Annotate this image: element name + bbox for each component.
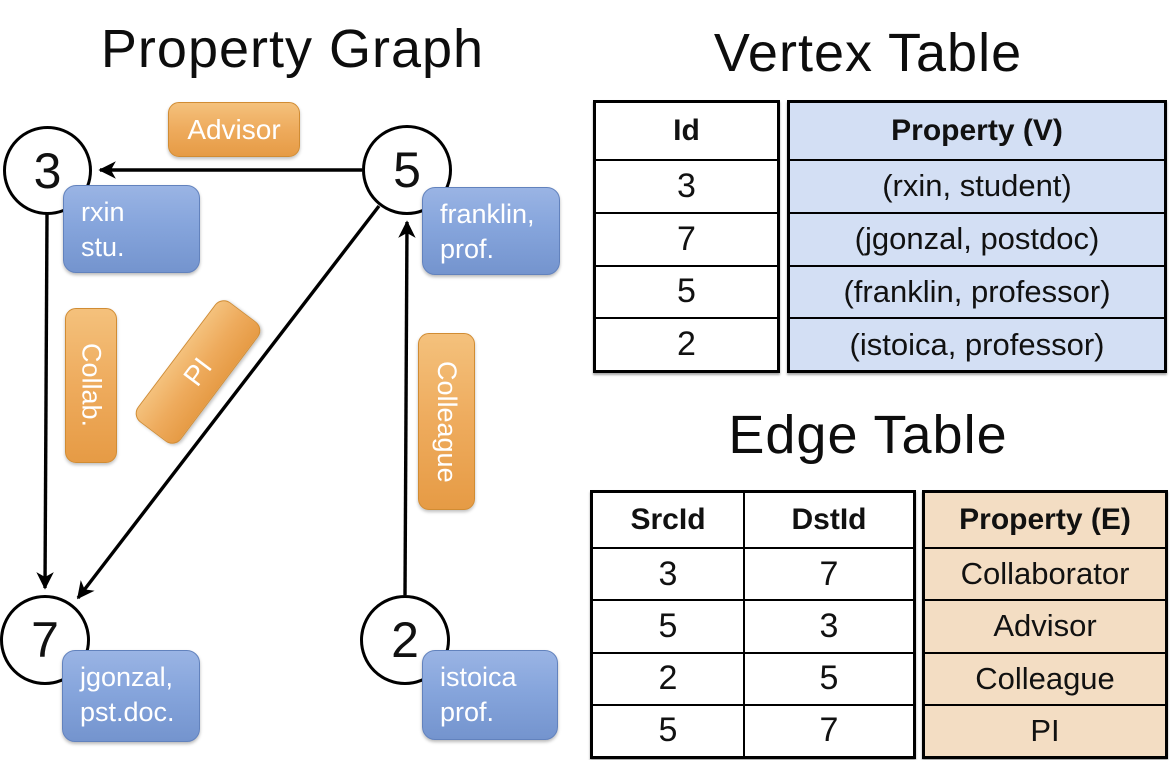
edge-table-cell-dstid: 7 <box>745 703 913 756</box>
edge-table-cell-property: PI <box>925 703 1165 756</box>
edge-colleague-arrow <box>398 220 416 596</box>
vertex-prop-box-2: istoica prof. <box>422 650 558 740</box>
edge-table-header-srcid: SrcId <box>630 503 706 536</box>
edge-pi-arrow <box>76 204 381 600</box>
vertex-prop-line: prof. <box>440 234 495 265</box>
edge-collab-arrow <box>36 213 54 590</box>
edge-table-srcid-column: SrcId 3 5 2 5 <box>593 493 743 756</box>
edge-table-cell-srcid: 5 <box>593 599 743 651</box>
vertex-table-id-column: Id 3 7 5 2 <box>593 100 780 373</box>
vertex-prop-box-5: franklin, prof. <box>422 187 560 275</box>
edge-table-id-columns: SrcId 3 5 2 5 DstId 7 3 5 7 <box>590 490 916 759</box>
vertex-prop-line: prof. <box>440 697 495 728</box>
edge-label-advisor: Advisor <box>168 102 300 157</box>
edge-table-cell-property: Collaborator <box>925 547 1165 599</box>
edge-label-colleague: Colleague <box>418 333 475 510</box>
vertex-prop-box-3: rxin stu. <box>63 185 200 273</box>
edge-table-cell-dstid: 3 <box>745 599 913 651</box>
vertex-table-cell-property: (jgonzal, postdoc) <box>790 211 1164 265</box>
vertex-table-cell-property: (rxin, student) <box>790 159 1164 212</box>
edge-table-cell-srcid: 2 <box>593 651 743 704</box>
edge-label-collab: Collab. <box>65 308 117 463</box>
edge-table-cell-srcid: 5 <box>593 703 743 756</box>
edge-table-cell-srcid: 3 <box>593 547 743 599</box>
vertex-prop-line: stu. <box>81 232 125 263</box>
vertex-table-cell-property: (franklin, professor) <box>790 264 1164 318</box>
vertex-table-cell-id: 2 <box>596 317 777 370</box>
vertex-circle-5: 5 <box>362 125 452 215</box>
edge-table-header-dstid: DstId <box>791 503 867 536</box>
vertex-table-cell-id: 3 <box>596 159 777 212</box>
edge-table-cell-property: Advisor <box>925 599 1165 651</box>
vertex-prop-box-7: jgonzal, pst.doc. <box>62 650 200 742</box>
property-graph-title: Property Graph <box>100 19 485 79</box>
edge-table-dstid-column: DstId 7 3 5 7 <box>743 493 913 756</box>
vertex-prop-line: istoica <box>440 662 517 692</box>
vertex-prop-line: pst.doc. <box>80 697 175 728</box>
vertex-prop-line: franklin, <box>440 199 535 229</box>
vertex-circle-2: 2 <box>360 595 450 685</box>
edge-table-property-column: Property (E) Collaborator Advisor Collea… <box>922 490 1168 759</box>
vertex-table-header-id: Id <box>673 114 700 147</box>
vertex-table-cell-property: (istoica, professor) <box>790 317 1164 370</box>
edge-table-cell-property: Colleague <box>925 651 1165 704</box>
vertex-table-property-column: Property (V) (rxin, student) (jgonzal, p… <box>787 100 1167 373</box>
edge-table-cell-dstid: 7 <box>745 547 913 599</box>
vertex-table-cell-id: 5 <box>596 264 777 318</box>
graph-edges-layer <box>36 161 416 600</box>
vertex-table-cell-id: 7 <box>596 211 777 265</box>
edge-table-header-property: Property (E) <box>959 503 1131 536</box>
edge-table-cell-dstid: 5 <box>745 651 913 704</box>
vertex-prop-line: jgonzal, <box>80 662 174 692</box>
vertex-table-header-property: Property (V) <box>891 114 1063 147</box>
edge-table-title: Edge Table <box>728 405 1008 465</box>
vertex-prop-line: rxin <box>81 197 125 227</box>
vertex-table-title: Vertex Table <box>713 23 1023 83</box>
